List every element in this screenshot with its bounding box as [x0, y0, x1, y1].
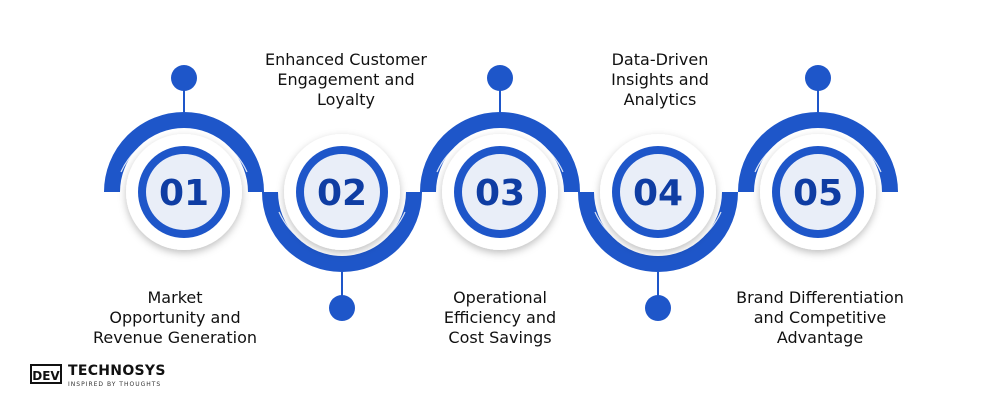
connector-dot-3	[487, 65, 513, 91]
arc-guide-2	[278, 211, 406, 254]
arc-guide-1	[120, 130, 248, 173]
arc-guide-3	[436, 130, 564, 173]
arc-4	[578, 191, 738, 272]
arc-3	[420, 112, 580, 193]
step-number-1: 01	[159, 173, 209, 214]
step-number-3: 03	[475, 173, 525, 214]
company-logo: DEV TECHNOSYS INSPIRED BY THOUGHTS	[30, 362, 170, 392]
step-number-2: 02	[317, 173, 367, 214]
step-number-5: 05	[793, 173, 843, 214]
logo-dev-mark: DEV	[30, 364, 62, 384]
connector-dot-2	[329, 295, 355, 321]
connector-dot-4	[645, 295, 671, 321]
step-circle-inner-1	[146, 154, 222, 230]
step-circle-inner-5	[780, 154, 856, 230]
arc-1	[104, 112, 264, 193]
step-circle-inner-2	[304, 154, 380, 230]
logo-tagline: INSPIRED BY THOUGHTS	[68, 381, 162, 388]
step-number-4: 04	[633, 173, 683, 214]
arc-5	[738, 112, 898, 193]
logo-brand: TECHNOSYS	[68, 363, 166, 379]
arc-2	[262, 191, 422, 272]
connector-dot-1	[171, 65, 197, 91]
connector-dot-5	[805, 65, 831, 91]
arc-guide-4	[594, 211, 722, 254]
step-circle-inner-3	[462, 154, 538, 230]
arc-guide-5	[754, 130, 882, 173]
step-circle-inner-4	[620, 154, 696, 230]
